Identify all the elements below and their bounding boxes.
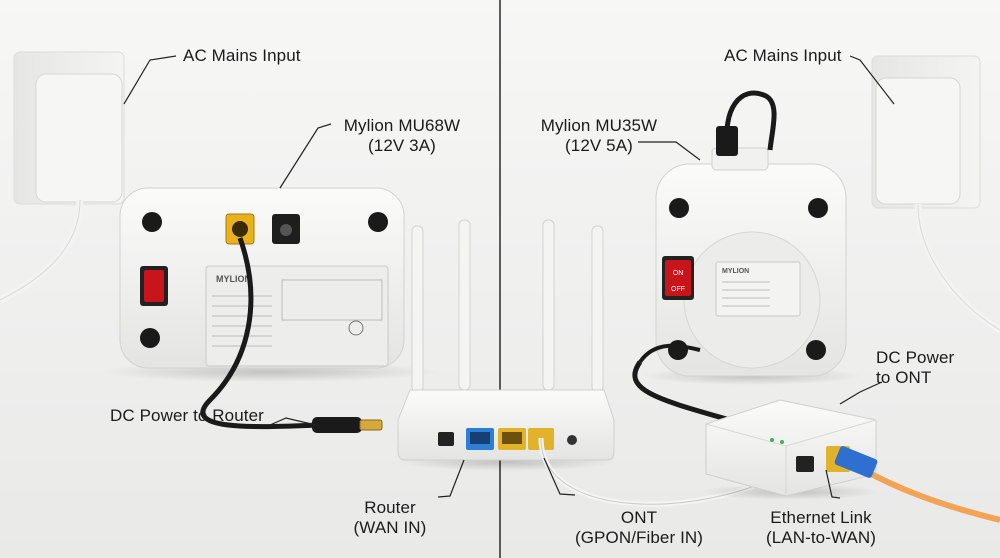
label-router-sub: (WAN IN) [342,518,438,538]
label-mu35w: Mylion MU35W (12V 5A) [532,116,666,156]
label-mu68w-name: Mylion MU68W [336,116,468,136]
dc-barrel-plug-router [312,417,382,433]
label-ac-mains-right: AC Mains Input [724,46,842,66]
label-mu35w-spec: (12V 5A) [532,136,666,156]
mu68w-brand-text: MYLION [216,274,251,284]
label-mu68w: Mylion MU68W (12V 3A) [336,116,468,156]
label-ont-sub: (GPON/Fiber IN) [572,528,706,548]
label-ethernet-link-title: Ethernet Link [756,508,886,528]
label-mu68w-spec: (12V 3A) [336,136,468,156]
label-router: Router (WAN IN) [342,498,438,538]
label-ethernet-link-sub: (LAN-to-WAN) [756,528,886,548]
router [396,390,616,471]
label-mu35w-name: Mylion MU35W [532,116,666,136]
label-ethernet-link: Ethernet Link (LAN-to-WAN) [756,508,886,548]
label-router-title: Router [342,498,438,518]
switch-on-text: ON [673,270,684,277]
switch-off-text: OFF [671,286,685,293]
label-dc-power-router: DC Power to Router [110,406,264,426]
label-ac-mains-left: AC Mains Input [183,46,301,66]
mu35w-brand-text: MYLION [722,268,749,275]
label-dc-power-ont-2: to ONT [876,368,954,388]
label-dc-power-ont-1: DC Power [876,348,954,368]
wall-adapter-right [872,56,1000,330]
label-ont: ONT (GPON/Fiber IN) [572,508,706,548]
mu68w-power-supply: MYLION [100,188,440,382]
router-antennas [412,220,603,392]
label-dc-power-ont: DC Power to ONT [876,348,954,388]
label-ont-title: ONT [572,508,706,528]
wall-adapter-left [0,52,124,300]
ont-device [700,400,880,500]
mu35w-power-supply: MYLION ON OFF [642,148,862,385]
